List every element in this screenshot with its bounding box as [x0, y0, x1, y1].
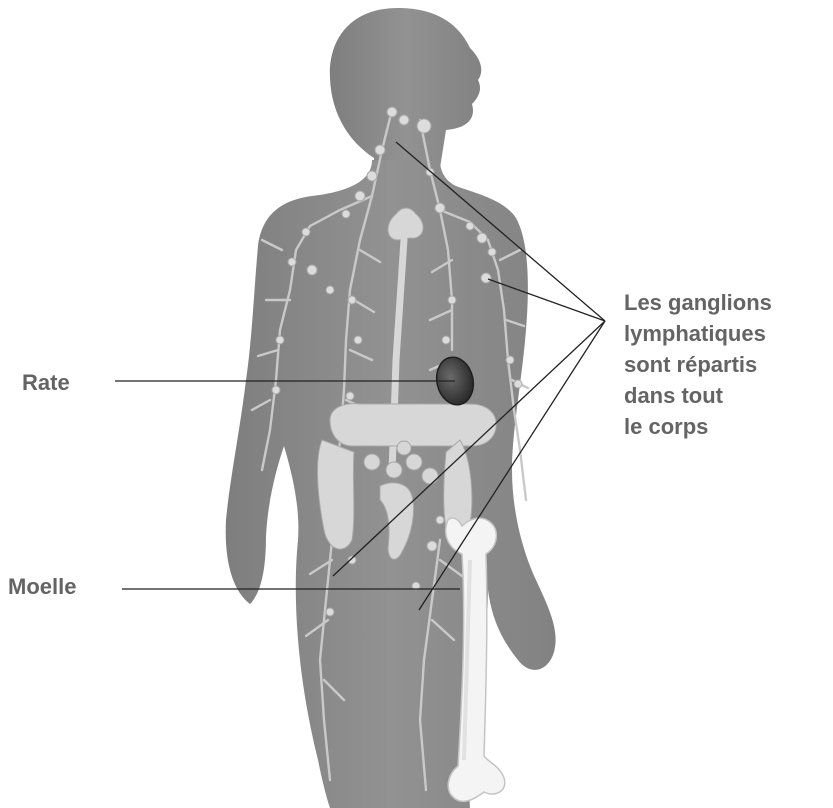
head	[330, 8, 481, 168]
caption-line: lymphatiques	[624, 318, 772, 349]
lymph-nodes-caption: Les ganglions lymphatiques sont répartis…	[624, 287, 772, 442]
caption-line: Les ganglions	[624, 287, 772, 318]
bone-marrow-label: Moelle	[8, 571, 76, 602]
caption-line: dans tout	[624, 380, 772, 411]
spleen-label: Rate	[22, 367, 70, 398]
caption-line: le corps	[624, 411, 772, 442]
caption-line: sont répartis	[624, 349, 772, 380]
